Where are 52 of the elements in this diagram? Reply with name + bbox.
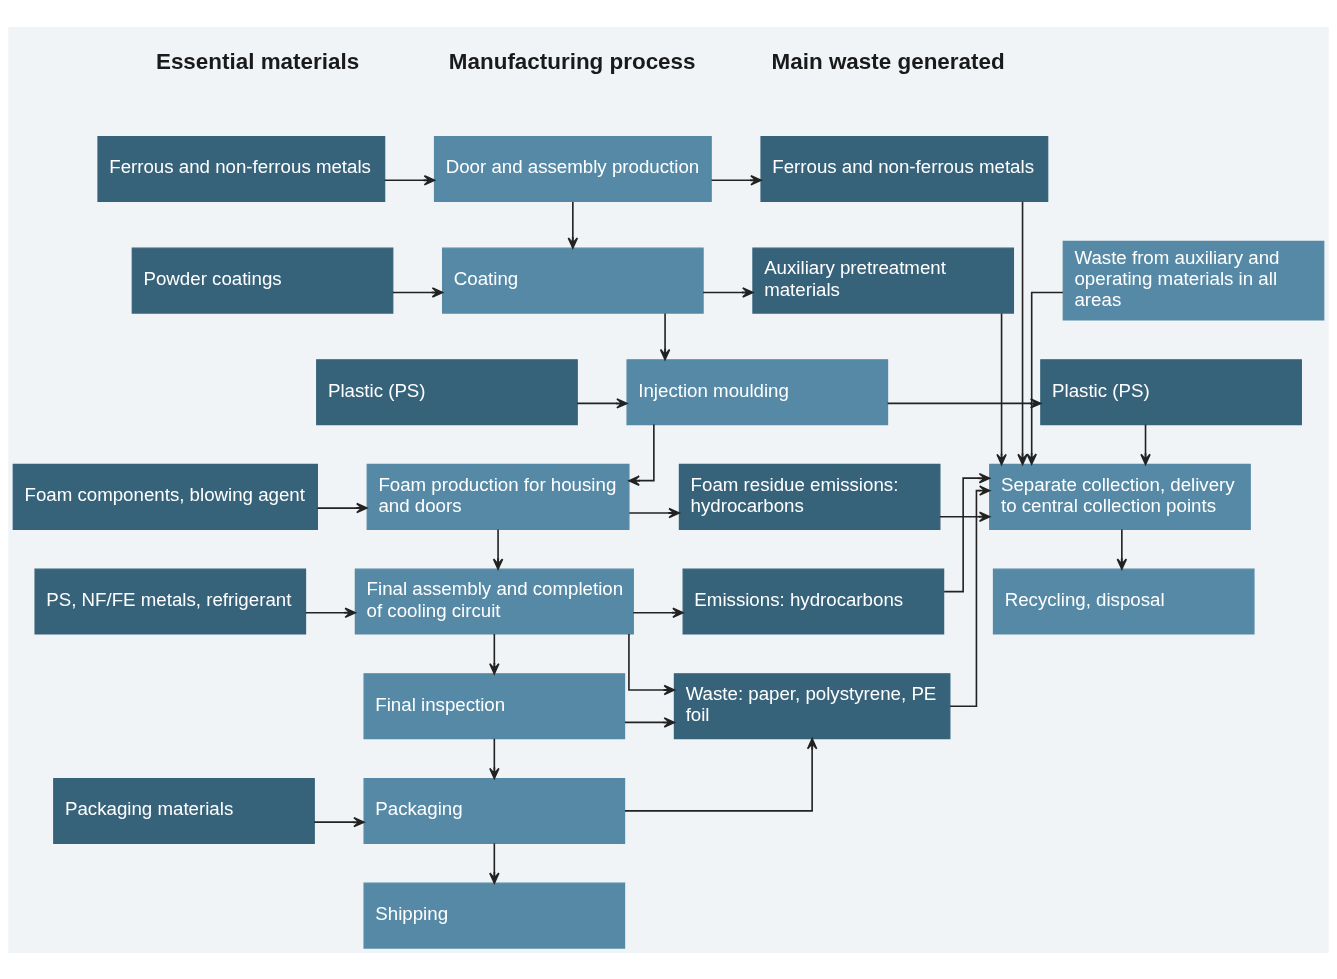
node-box: Packaging materials [53,777,315,844]
arrow [939,511,991,522]
node-box: Plastic (PS) [316,358,578,425]
label: Manufacturing process [448,48,696,74]
arrow [391,286,444,298]
node-box: Plastic (PS) [1040,358,1302,425]
arrow [632,606,684,618]
arrow [659,312,671,360]
arrow [624,716,676,728]
arrow [628,423,655,486]
arrow [702,286,754,298]
node-box: Waste: paper, polystyrene, PE foil [673,672,951,739]
arrow [576,397,628,409]
node-box: Auxiliary pretreatment materials [752,247,1015,314]
arrow [316,502,368,513]
node-box: Powder coatings [131,247,394,314]
arrow [567,200,579,249]
node-box: Recycling, disposal [992,568,1255,635]
arrow [1017,200,1028,465]
label: Essential materials [155,48,360,74]
node-box: Injection moulding [626,358,889,425]
node-box: Emissions: hydrocarbons [682,568,945,635]
node-box: Packaging [363,777,626,844]
arrow [492,528,504,570]
arrow [489,737,500,779]
node-box: Foam production for housing and doors [366,463,630,530]
arrow [305,606,356,618]
node-box: Final assembly and completion of cooling circuit [354,568,634,635]
arrow [489,842,500,884]
arrow [996,312,1007,465]
node-box: Foam residue emissions: hydrocarbons [678,463,941,530]
arrow [624,737,818,812]
node-box: Ferrous and non-ferrous metals [760,135,1049,202]
node-box: Final inspection [363,672,626,739]
arrow [628,507,680,518]
arrow [710,174,762,186]
arrow [313,816,365,827]
arrow [1116,528,1128,570]
arrow [384,174,436,186]
node-box: Waste from auxiliary and operating materials in all areas [1062,240,1325,320]
arrow [489,632,500,674]
node-box: Foam components, blowing agent [12,463,318,530]
arrow [1140,423,1151,465]
arrow [949,484,991,707]
node-box: PS, NF/FE metals, refrigerant [34,568,307,635]
node-box: Door and assembly production [433,135,712,202]
node-box: Coating [442,247,704,314]
node-box: Ferrous and non-ferrous metals [97,135,386,202]
node-box: Separate collection, delivery to central collection points [989,463,1251,530]
arrow [628,632,676,695]
label: Main waste generated [771,48,1005,74]
node-box: Shipping [363,882,626,949]
